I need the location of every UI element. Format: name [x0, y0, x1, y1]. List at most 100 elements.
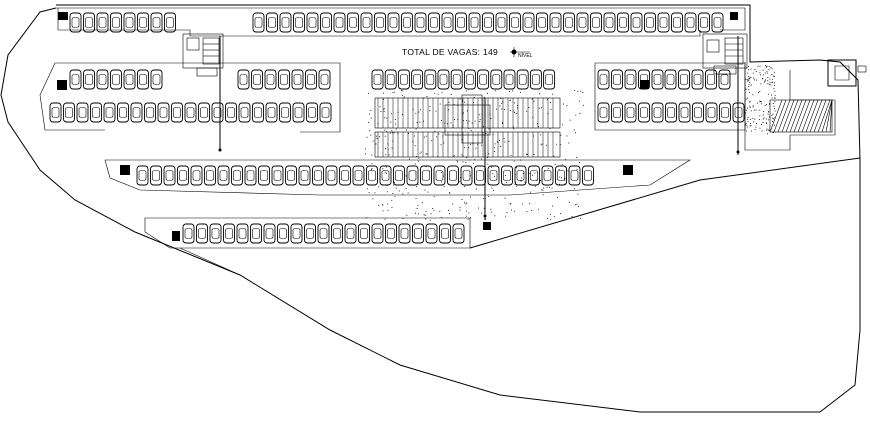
east-bay-outline [594, 62, 746, 131]
parking-stall [264, 69, 277, 90]
parking-stall [366, 165, 378, 186]
parking-stall [244, 165, 257, 186]
parking-stall [384, 69, 397, 90]
parking-stall [164, 12, 176, 33]
parking-stall [501, 165, 513, 186]
parking-stall [285, 165, 297, 186]
parking-stall [549, 12, 562, 33]
aisle-line [469, 157, 861, 249]
parking-stall [69, 69, 82, 90]
parking-stall [90, 102, 102, 123]
parking-stall [209, 223, 222, 244]
parking-stall [651, 69, 664, 90]
parking-stall [231, 165, 243, 186]
parking-stall [657, 12, 670, 33]
parking-stall [292, 102, 305, 123]
parking-stall [718, 69, 731, 90]
parking-stall [611, 102, 623, 123]
parking-stall [420, 165, 432, 186]
parking-stall [223, 223, 235, 244]
parking-stall [379, 165, 392, 186]
parking-stall [204, 165, 216, 186]
stair-core-west [182, 33, 224, 77]
column-node [483, 214, 487, 218]
parking-stall [541, 165, 554, 186]
parking-stall [529, 69, 542, 90]
parking-stall [447, 165, 459, 186]
parking-stall [387, 12, 400, 33]
parking-stall [495, 12, 508, 33]
parking-stall [198, 102, 210, 123]
central-row-outline [104, 159, 692, 196]
parking-stall [306, 102, 318, 123]
parking-stall [536, 12, 548, 33]
parking-stall [671, 12, 683, 33]
utility-box [730, 12, 738, 20]
parking-stall [452, 223, 465, 244]
parking-stall [331, 223, 343, 244]
parking-stall [624, 102, 637, 123]
parking-stall [263, 223, 276, 244]
parking-stall [401, 12, 413, 33]
parking-stall [237, 69, 250, 90]
parking-stall [439, 223, 451, 244]
parking-stall [371, 223, 384, 244]
parking-stall [236, 223, 249, 244]
parking-stall [96, 12, 109, 33]
parking-stall [522, 12, 535, 33]
parking-stall [352, 165, 365, 186]
parking-stall [360, 12, 373, 33]
aisle-line-2 [179, 247, 241, 276]
parking-stall [325, 165, 338, 186]
survey-speckle [365, 65, 776, 221]
parking-stall [371, 69, 384, 90]
south-row-outline [144, 217, 471, 249]
parking-stall [317, 223, 330, 244]
parking-stall [406, 165, 419, 186]
parking-stall [293, 12, 305, 33]
parking-stall [450, 69, 463, 90]
parking-stall [252, 102, 264, 123]
parking-stall [333, 12, 346, 33]
parking-stalls [49, 12, 776, 244]
parking-stall [543, 69, 556, 90]
parking-stall [312, 165, 324, 186]
parking-stall [265, 102, 278, 123]
parking-stall [455, 12, 467, 33]
parking-stall [509, 12, 521, 33]
utility-box [623, 165, 633, 175]
parking-stall [277, 223, 289, 244]
parking-stall [83, 69, 95, 90]
parking-stall [468, 12, 481, 33]
parking-stall [63, 102, 75, 123]
parking-stall [69, 12, 82, 33]
parking-stall [393, 165, 405, 186]
column-node [218, 148, 222, 152]
parking-stall [437, 69, 450, 90]
utility-box [172, 231, 180, 241]
parking-stall [339, 165, 351, 186]
total-spaces-label: TOTAL DE VAGAS: 149 [402, 47, 498, 57]
column-node [736, 150, 740, 154]
parking-stall [144, 102, 156, 123]
parking-stall [692, 102, 704, 123]
parking-stall [306, 12, 319, 33]
parking-stall [412, 223, 424, 244]
parking-stall [582, 165, 594, 186]
parking-stall [678, 69, 690, 90]
parking-stall [250, 223, 262, 244]
parking-stall [123, 12, 136, 33]
parking-stall [503, 69, 516, 90]
parking-stall [171, 102, 183, 123]
parking-stall [651, 102, 664, 123]
central-ramp [374, 97, 561, 158]
parking-stall [278, 69, 290, 90]
parking-stall [684, 12, 697, 33]
parking-stall [597, 69, 610, 90]
parking-stall [279, 102, 291, 123]
parking-stall [463, 69, 476, 90]
parking-stall [305, 69, 317, 90]
parking-stall [428, 12, 440, 33]
parking-stall [184, 102, 197, 123]
